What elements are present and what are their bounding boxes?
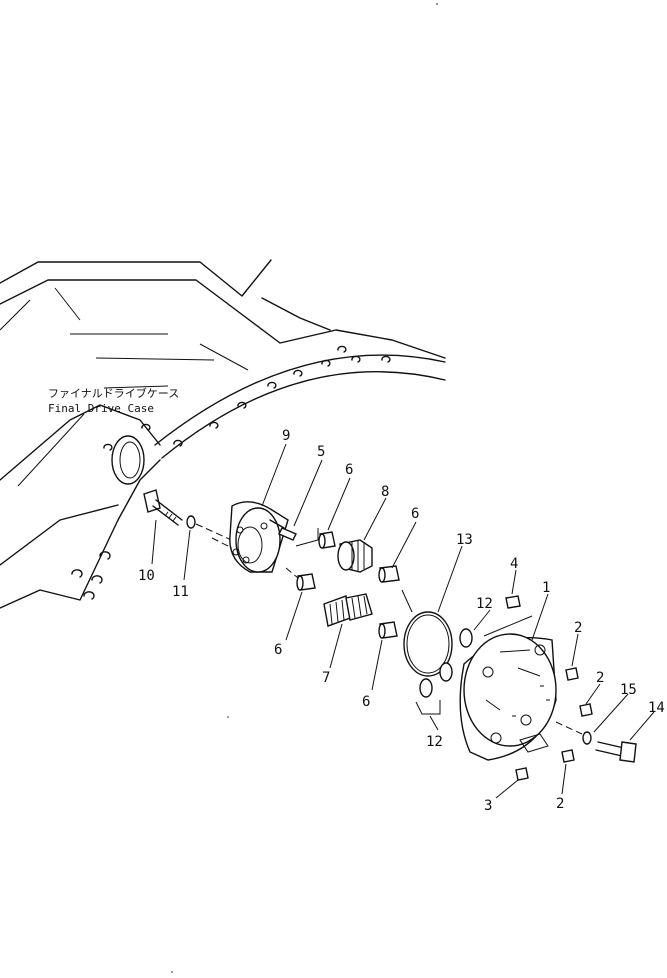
callout-6-upper-left: 6 bbox=[345, 462, 353, 478]
part-7-shaft-gear bbox=[323, 593, 373, 627]
case-label-en: Final Drive Case bbox=[48, 402, 154, 415]
part-9-pump-body bbox=[229, 501, 289, 573]
part-6-bushing-lower-right bbox=[378, 621, 398, 639]
assembly-line-body bbox=[211, 537, 233, 549]
part-8-drive-gear bbox=[337, 539, 373, 573]
part-10-bolt bbox=[143, 489, 183, 526]
part-1-pump-cover bbox=[459, 615, 557, 761]
callout-2-top: 2 bbox=[574, 620, 582, 636]
callout-4: 4 bbox=[510, 556, 518, 572]
case-label: ファイナルドライブケース Final Drive Case bbox=[17, 386, 179, 487]
callout-8: 8 bbox=[381, 484, 389, 500]
assembly-line-14 bbox=[555, 721, 583, 735]
final-drive-case bbox=[0, 259, 446, 609]
part-13-o-ring bbox=[401, 589, 453, 677]
callout-6-lower-left: 6 bbox=[274, 642, 282, 658]
part-4-plug bbox=[505, 595, 521, 609]
scan-specks bbox=[171, 3, 438, 973]
part-2-plug-mid bbox=[579, 703, 593, 717]
callout-6-lower-right: 6 bbox=[362, 694, 370, 710]
callout-15: 15 bbox=[620, 682, 637, 698]
case-label-jp: ファイナルドライブケース bbox=[48, 386, 179, 400]
part-6-bushing-upper-left bbox=[318, 531, 336, 549]
callout-7: 7 bbox=[322, 670, 330, 686]
part-12-o-rings bbox=[415, 628, 473, 715]
callout-1: 1 bbox=[542, 580, 550, 596]
part-6-bushing-upper-right bbox=[378, 565, 400, 583]
part-15-washer bbox=[582, 731, 592, 745]
leader-lines bbox=[151, 443, 655, 799]
part-3-plug bbox=[515, 767, 529, 781]
part-2-plug-top bbox=[565, 667, 579, 681]
callout-2-mid: 2 bbox=[596, 670, 604, 686]
part-11-washer bbox=[186, 515, 196, 529]
part-2-plug-bottom bbox=[561, 749, 575, 763]
callout-13: 13 bbox=[456, 532, 473, 548]
callout-6-upper-right: 6 bbox=[411, 506, 419, 522]
part-14-bolt bbox=[595, 741, 637, 763]
callout-11: 11 bbox=[172, 584, 189, 600]
callout-9: 9 bbox=[282, 428, 290, 444]
callout-10: 10 bbox=[138, 568, 155, 584]
flange-bolt-holes bbox=[173, 345, 391, 447]
callout-14: 14 bbox=[648, 700, 665, 716]
part-5-pin bbox=[278, 527, 319, 547]
callout-2-bottom: 2 bbox=[556, 796, 564, 812]
assembly-line-pin bbox=[285, 567, 299, 579]
callout-12-lower: 12 bbox=[426, 734, 443, 750]
callout-12-upper: 12 bbox=[476, 596, 493, 612]
callout-labels: 9 5 6 8 6 13 4 1 12 2 2 15 14 2 3 10 11 … bbox=[138, 428, 665, 814]
part-6-bushing-lower-left bbox=[296, 573, 316, 591]
callout-3: 3 bbox=[484, 798, 492, 814]
callout-5: 5 bbox=[317, 444, 325, 460]
